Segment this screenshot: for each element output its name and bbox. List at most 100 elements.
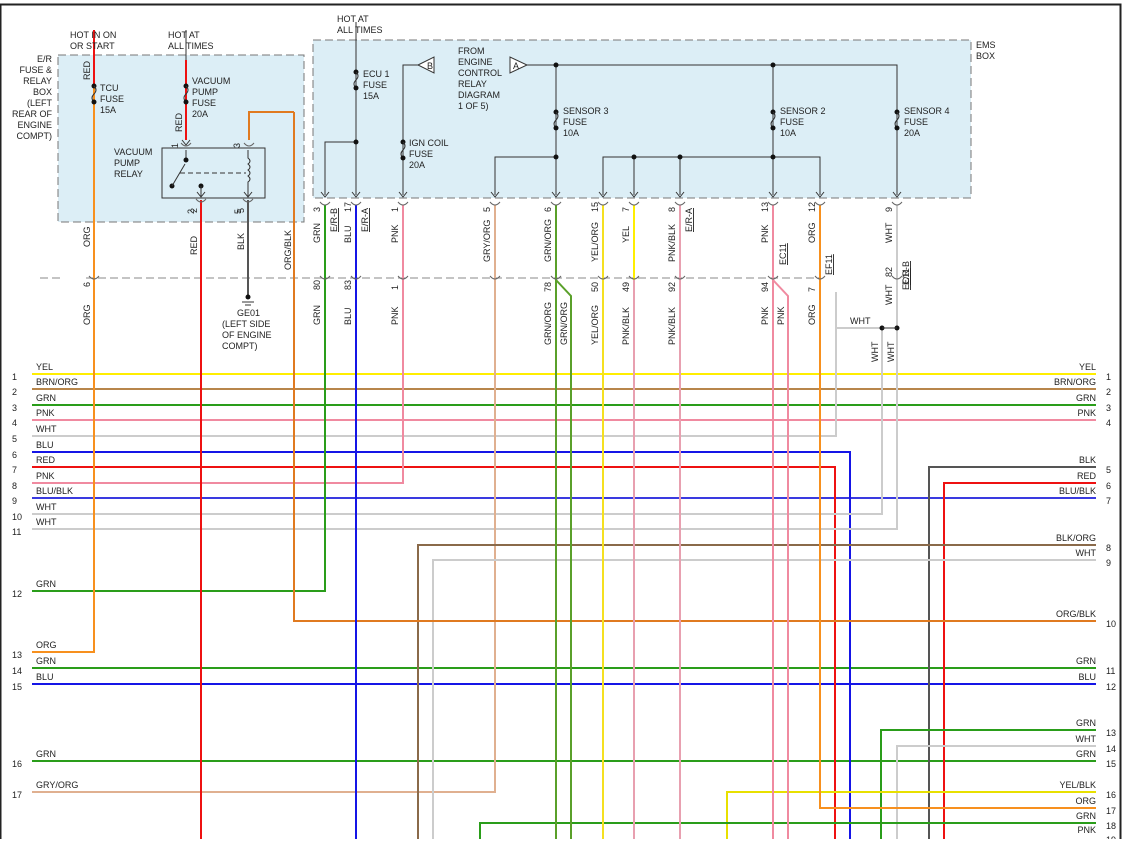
ref-a-label: A xyxy=(513,61,519,71)
fuse-label-sensor2: SENSOR 2 xyxy=(780,106,826,116)
junction-dot xyxy=(353,139,359,145)
left-pin-number: 16 xyxy=(12,759,22,769)
left-wire-color-label: WHT xyxy=(36,502,57,512)
ign-coil-fuse-icon xyxy=(400,141,406,159)
connector-cup xyxy=(397,201,409,206)
wire-pin-label-lower: 94 xyxy=(760,282,770,292)
wire-color-label: BLK xyxy=(236,233,246,250)
wire-pin-label: 9 xyxy=(884,207,894,212)
junction-dot xyxy=(183,157,189,163)
right-pin-number: 7 xyxy=(1106,496,1111,506)
wire-color-label: GRN/ORG xyxy=(543,219,553,262)
wire-org-13 xyxy=(32,58,95,653)
connector-pin-arrow xyxy=(675,191,685,198)
left-wire-color-label: WHT xyxy=(36,424,57,434)
connector-cup xyxy=(319,201,331,206)
fuse-terminal xyxy=(183,99,189,105)
left-pin-number: 12 xyxy=(12,589,22,599)
wire-wht-10 xyxy=(32,328,883,515)
relay-pin-label: 5 xyxy=(233,209,243,214)
fuse-label-igncoil: IGN COIL xyxy=(409,138,449,148)
fuse-label-ecu1: ECU 1 xyxy=(363,69,390,79)
splice-branch-label: WHT xyxy=(870,341,880,362)
wire-wht-5 xyxy=(32,292,837,437)
right-pin-number: 14 xyxy=(1106,744,1116,754)
right-pin-number: 16 xyxy=(1106,790,1116,800)
left-pin-number: 8 xyxy=(12,481,17,491)
left-wire-color-label: ORG xyxy=(36,640,57,650)
wire-pin-label: 3 xyxy=(312,207,322,212)
left-wire-color-label: BLU/BLK xyxy=(36,486,73,496)
er-box-label: REAR OF xyxy=(12,109,53,119)
sensor2-fuse-icon xyxy=(770,111,776,129)
wire-color-label: ORG xyxy=(807,222,817,243)
relay-switch xyxy=(171,163,186,187)
wire-color-label: ORG/BLK xyxy=(283,230,293,270)
relay-label: RELAY xyxy=(114,169,143,179)
ref-b-line xyxy=(402,64,418,195)
wire-gry-org-17 xyxy=(32,205,496,793)
wire-color-label: RED xyxy=(174,112,184,132)
wire-pin-label-lower: 80 xyxy=(312,280,322,290)
ref-b-label: B xyxy=(427,61,433,71)
relay-label: VACUUM xyxy=(114,147,152,157)
wire-red-r6 xyxy=(943,482,1096,839)
connector-pin-arrow xyxy=(490,191,500,198)
wire-color-label: YEL/ORG xyxy=(590,222,600,262)
wire-color-label-lower: ORG xyxy=(807,304,817,325)
relay-pin-label: 2 xyxy=(186,209,196,214)
left-wire-color-label: WHT xyxy=(36,517,57,527)
from-note: CONTROL xyxy=(458,68,502,78)
left-wire-color-label: RED xyxy=(36,455,56,465)
wire-pin-label: 5 xyxy=(236,208,246,213)
wire-color-label: PNK xyxy=(760,224,770,243)
connector-id-label: E/R-B xyxy=(901,261,911,285)
wire-color-label-lower: BLU xyxy=(343,307,353,325)
wire-color-label: PNK/BLK xyxy=(667,224,677,262)
connector-cup xyxy=(814,275,826,280)
connector-cup xyxy=(350,275,362,280)
sensor4-fuse-icon xyxy=(894,111,900,129)
ecu-branch xyxy=(324,141,356,195)
wire-blk-org-r8 xyxy=(417,544,1096,839)
right-wire-color-label: YEL xyxy=(1079,362,1096,372)
wire-pin-label-lower: 82 xyxy=(884,267,894,277)
wire-pin-label: 7 xyxy=(621,207,631,212)
junction-dot xyxy=(631,154,637,160)
wire-color-label: YEL xyxy=(621,226,631,243)
right-wire-color-label: BRN/ORG xyxy=(1054,377,1096,387)
wire-color-label: PNK xyxy=(390,224,400,243)
right-pin-number: 9 xyxy=(1106,558,1111,568)
relay-pin-label: 1 xyxy=(170,143,180,148)
fuse-label-sensor4: 20A xyxy=(904,128,920,138)
tcu-fuse-icon xyxy=(91,85,97,103)
from-note: 1 OF 5) xyxy=(458,101,489,111)
wire-yel-blk-r16 xyxy=(726,791,1096,839)
fuse-label-ecu1: 15A xyxy=(363,91,379,101)
fuse-terminal xyxy=(91,99,97,105)
connector-pin-arrow xyxy=(181,139,191,146)
wire-color-label-lower: PNK xyxy=(760,306,770,325)
fuse-terminal xyxy=(770,125,776,131)
relay-label: PUMP xyxy=(114,158,140,168)
left-pin-number: 14 xyxy=(12,666,22,676)
right-wire-color-label: GRN xyxy=(1076,656,1096,666)
fuse-label-igncoil: 20A xyxy=(409,160,425,170)
wires-layer xyxy=(32,30,1096,839)
wire-color-label-lower: PNK/BLK xyxy=(667,307,677,345)
wire-pin-label: 6 xyxy=(82,282,92,287)
fuse-label-tcu: FUSE xyxy=(100,94,124,104)
right-wire-color-label: BLK xyxy=(1079,455,1096,465)
right-wire-color-label: PNK xyxy=(1077,825,1096,835)
connector-cup xyxy=(814,201,826,206)
connector-cup xyxy=(350,201,362,206)
fuse-label-sensor2: 10A xyxy=(780,128,796,138)
ref-a-bus xyxy=(527,64,898,195)
relay-pin-label: 3 xyxy=(232,143,242,148)
right-pin-number: 12 xyxy=(1106,682,1116,692)
connector-cup xyxy=(767,201,779,206)
wire-color-label-lower: GRN xyxy=(312,305,322,325)
right-pin-number: 18 xyxy=(1106,821,1116,831)
left-wire-color-label: GRN xyxy=(36,579,56,589)
